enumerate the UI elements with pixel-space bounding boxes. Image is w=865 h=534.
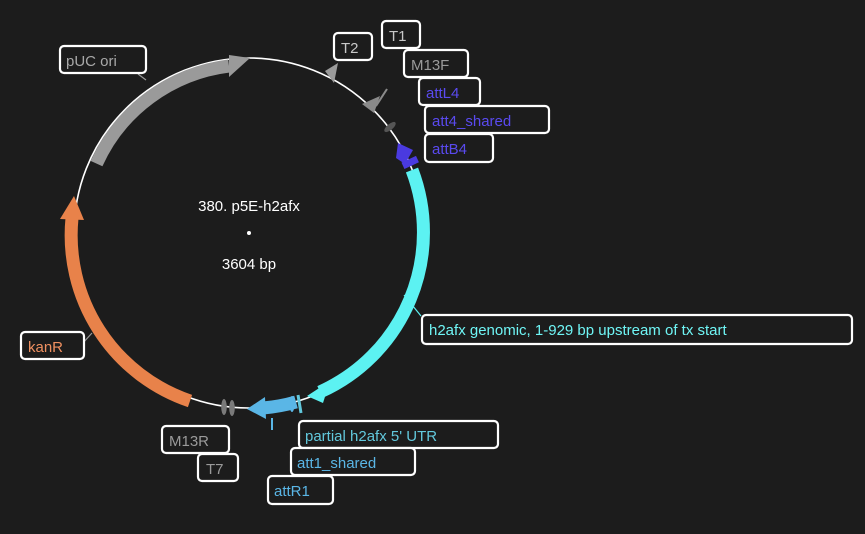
- label-puc-ori[interactable]: pUC ori: [58, 44, 148, 75]
- label-attB4[interactable]: attB4: [423, 132, 495, 164]
- label-T2-text: T2: [341, 40, 359, 57]
- label-att1-shared[interactable]: att1_shared: [289, 446, 417, 477]
- kanR-feature[interactable]: [60, 196, 193, 408]
- label-attB4-text: attB4: [432, 141, 467, 158]
- label-kanR-text: kanR: [28, 339, 63, 356]
- t7-marker: [229, 400, 235, 416]
- att4-shared-marker: [384, 121, 396, 133]
- attB4-band: [401, 155, 419, 170]
- att4-shared-tick: [375, 88, 388, 107]
- plasmid-name: 380. p5E-h2afx: [198, 198, 300, 215]
- h2afx-genomic-arrowhead: [307, 381, 330, 403]
- attL4-marker: [362, 96, 380, 113]
- partial-utr-arrowhead: [247, 397, 266, 419]
- h2afx-genomic-arc: [317, 167, 430, 398]
- label-M13F[interactable]: M13F: [402, 48, 470, 79]
- center-dot: [247, 231, 251, 235]
- label-M13R-text: M13R: [169, 433, 209, 450]
- kanR-arc: [64, 217, 193, 408]
- label-kanR[interactable]: kanR: [19, 330, 86, 361]
- label-attR1[interactable]: attR1: [266, 474, 335, 506]
- puc-ori-arc: [90, 59, 230, 167]
- partial-utr-feature[interactable]: [247, 394, 303, 430]
- label-attL4[interactable]: attL4: [417, 76, 482, 107]
- t2-marker: [325, 63, 338, 83]
- att4-region[interactable]: [362, 88, 419, 170]
- label-M13F-text: M13F: [411, 57, 449, 74]
- label-h2afx-genomic-text: h2afx genomic, 1-929 bp upstream of tx s…: [429, 322, 727, 339]
- puc-ori-arrowhead: [229, 55, 250, 77]
- m13r-marker: [221, 399, 227, 415]
- label-att4-shared[interactable]: att4_shared: [423, 104, 551, 135]
- attR1-marker: [289, 396, 295, 412]
- plasmid-length: 3604 bp: [222, 256, 276, 273]
- label-partial-utr-text: partial h2afx 5' UTR: [305, 428, 437, 445]
- label-T7[interactable]: T7: [196, 452, 240, 483]
- attB4-arrowhead: [396, 143, 413, 164]
- label-att1-shared-text: att1_shared: [297, 455, 376, 472]
- label-att4-shared-text: att4_shared: [432, 113, 511, 130]
- label-attR1-text: attR1: [274, 483, 310, 500]
- label-T7-text: T7: [206, 461, 224, 478]
- label-T2[interactable]: T2: [332, 31, 374, 62]
- puc-ori-feature[interactable]: [90, 55, 251, 167]
- kanR-arrowhead: [60, 196, 84, 220]
- h2afx-genomic-feature[interactable]: [307, 167, 430, 403]
- label-puc-ori-text: pUC ori: [66, 53, 117, 70]
- label-h2afx-genomic[interactable]: h2afx genomic, 1-929 bp upstream of tx s…: [420, 313, 854, 346]
- label-partial-utr[interactable]: partial h2afx 5' UTR: [297, 419, 500, 450]
- label-T1-text: T1: [389, 28, 407, 45]
- att1-shared-tick: [296, 394, 303, 414]
- label-M13R[interactable]: M13R: [160, 424, 231, 455]
- label-attL4-text: attL4: [426, 85, 459, 102]
- m13r-t7-markers: [221, 396, 295, 416]
- label-T1[interactable]: T1: [380, 19, 422, 50]
